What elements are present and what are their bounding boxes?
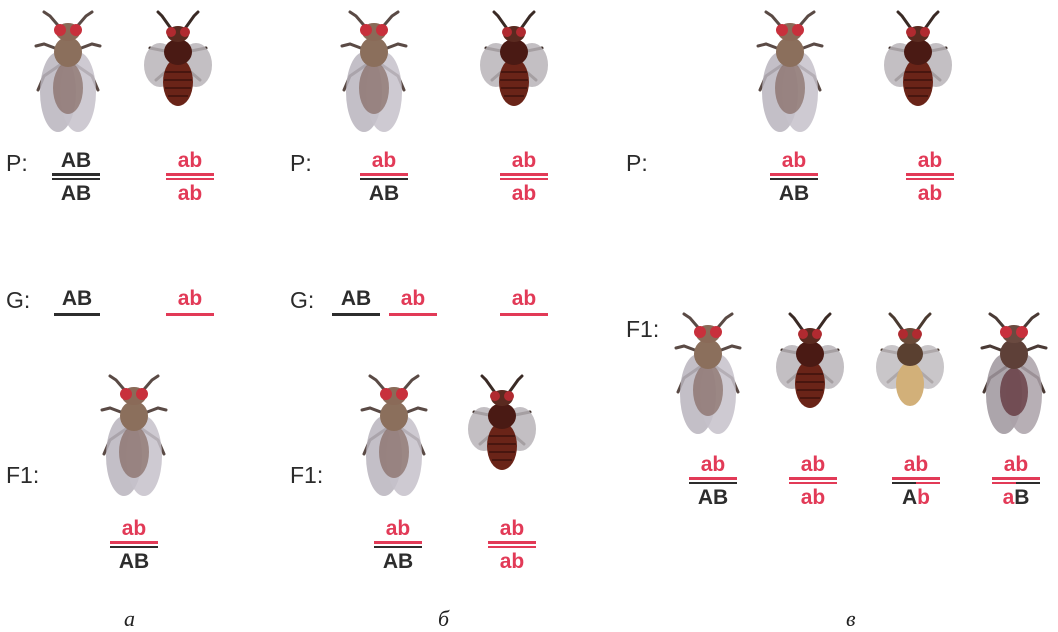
- f1-label: F1:: [6, 464, 39, 487]
- caption-b: б: [438, 606, 449, 632]
- gamete-right: ab: [500, 288, 548, 316]
- p-label: P:: [626, 152, 648, 175]
- genotype-f1-4: ab aB: [986, 454, 1046, 509]
- genotype-f1-1: ab AB: [368, 518, 428, 573]
- allele-bottom: ab: [482, 548, 542, 573]
- allele-top: ab: [354, 150, 414, 172]
- genotype-p-left: ab AB: [354, 150, 414, 205]
- fly-black-body-vestigial-wing-icon: [772, 312, 848, 412]
- allele-A: A: [902, 486, 917, 509]
- allele-top: ab: [900, 150, 960, 172]
- allele-b: b: [917, 486, 930, 509]
- allele-top: AB: [46, 150, 106, 172]
- allele-top: ab: [986, 454, 1046, 476]
- gamete-text: AB: [62, 287, 92, 310]
- allele-bottom: AB: [104, 548, 164, 573]
- fly-wild-type-icon: [336, 10, 412, 140]
- allele-top: ab: [764, 150, 824, 172]
- allele-bottom: AB: [368, 548, 428, 573]
- allele-top: ab: [368, 518, 428, 540]
- allele-bottom: aB: [986, 484, 1046, 509]
- genotype-f1-2: ab ab: [482, 518, 542, 573]
- allele-top: ab: [160, 150, 220, 172]
- allele-bottom: AB: [764, 180, 824, 205]
- fly-wild-type-icon: [752, 10, 828, 140]
- genotype-p-left: ab AB: [764, 150, 824, 205]
- fly-black-body-vestigial-wing-icon: [140, 10, 216, 110]
- genotype-f1: ab AB: [104, 518, 164, 573]
- gamete-right: ab: [166, 288, 214, 316]
- allele-bottom: AB: [46, 180, 106, 205]
- genotype-p-right: ab ab: [900, 150, 960, 205]
- genotype-f1-1: ab AB: [683, 454, 743, 509]
- allele-bottom: AB: [683, 484, 743, 509]
- allele-top: ab: [783, 454, 843, 476]
- allele-bottom: ab: [783, 484, 843, 509]
- gamete-text: ab: [401, 287, 426, 310]
- allele-bottom: ab: [160, 180, 220, 205]
- f1-label: F1:: [290, 464, 323, 487]
- gamete-text: AB: [341, 287, 371, 310]
- allele-B: B: [1014, 486, 1029, 509]
- gamete-text: ab: [512, 287, 537, 310]
- allele-bottom: Ab: [886, 484, 946, 509]
- fly-wild-type-icon: [96, 374, 172, 504]
- fly-black-body-vestigial-wing-icon: [880, 10, 956, 110]
- allele-top: ab: [683, 454, 743, 476]
- genotype-p-right: ab ab: [160, 150, 220, 205]
- fly-wild-type-icon: [30, 10, 106, 140]
- gamete-left: AB: [54, 288, 100, 316]
- genotype-f1-2: ab ab: [783, 454, 843, 509]
- g-label: G:: [6, 289, 30, 312]
- caption-c: в: [846, 606, 856, 632]
- caption-a: а: [124, 606, 135, 632]
- fly-black-body-vestigial-wing-icon: [464, 374, 540, 474]
- fly-yellow-body-vestigial-wing-icon: [872, 312, 948, 412]
- p-label: P:: [6, 152, 28, 175]
- genotype-p-right: ab ab: [494, 150, 554, 205]
- allele-bottom: ab: [900, 180, 960, 205]
- fly-wild-type-icon: [356, 374, 432, 504]
- allele-bottom: AB: [354, 180, 414, 205]
- allele-top: ab: [482, 518, 542, 540]
- fly-black-body-vestigial-wing-icon: [476, 10, 552, 110]
- fly-wild-type-icon: [670, 312, 746, 442]
- allele-top: ab: [494, 150, 554, 172]
- f1-label: F1:: [626, 318, 659, 341]
- p-label: P:: [290, 152, 312, 175]
- fly-dark-body-normal-wing-icon: [976, 312, 1052, 442]
- allele-bottom: ab: [494, 180, 554, 205]
- gamete-text: ab: [178, 287, 203, 310]
- genotype-p-left: AB AB: [46, 150, 106, 205]
- allele-top: ab: [886, 454, 946, 476]
- allele-a: a: [1003, 486, 1015, 509]
- g-label: G:: [290, 289, 314, 312]
- allele-top: ab: [104, 518, 164, 540]
- gamete-left-2: ab: [389, 288, 437, 316]
- gamete-left-1: AB: [332, 288, 380, 316]
- genotype-f1-3: ab Ab: [886, 454, 946, 509]
